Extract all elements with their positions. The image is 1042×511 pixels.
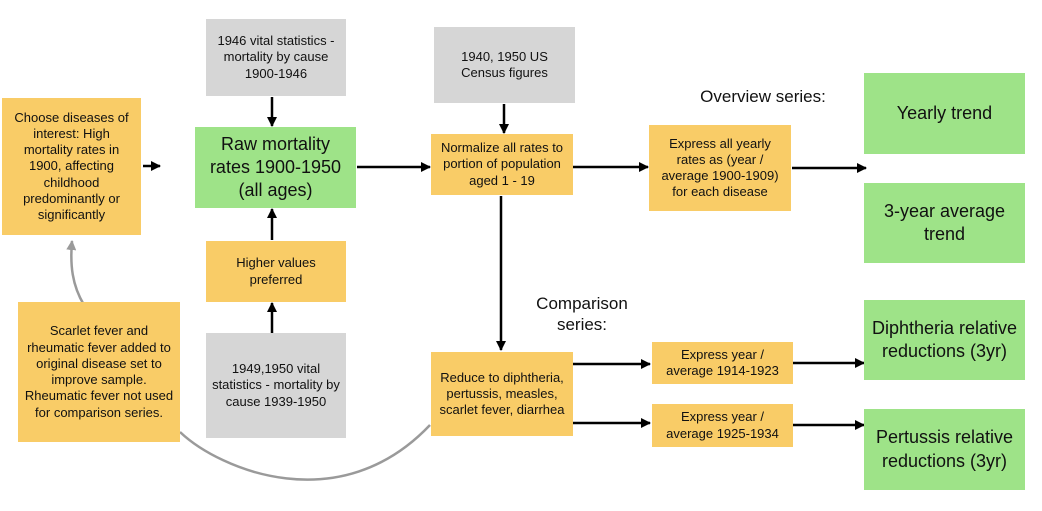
express-1914-1923-box: Express year / average 1914-1923 [652, 342, 793, 384]
pertussis-reductions-box: Pertussis relative reductions (3yr) [864, 409, 1025, 490]
higher-values-box: Higher values preferred [206, 241, 346, 302]
yearly-trend-box: Yearly trend [864, 73, 1025, 154]
three-year-average-trend-box: 3-year average trend [864, 183, 1025, 263]
census-figures-box: 1940, 1950 US Census figures [434, 27, 575, 103]
vital-stats-1946-box: 1946 vital statistics - mortality by cau… [206, 19, 346, 96]
normalize-box: Normalize all rates to portion of popula… [431, 134, 573, 195]
feedback-up-arrow [66, 240, 86, 306]
reduce-diseases-box: Reduce to diphtheria, pertussis, measles… [431, 352, 573, 436]
express-yearly-box: Express all yearly rates as (year / aver… [649, 125, 791, 211]
scarlet-fever-note-box: Scarlet fever and rheumatic fever added … [18, 302, 180, 442]
overview-series-label: Overview series: [700, 87, 826, 106]
express-1925-1934-box: Express year / average 1925-1934 [652, 404, 793, 447]
raw-mortality-box: Raw mortality rates 1900-1950 (all ages) [195, 127, 356, 208]
feedback-curve-arrow [179, 424, 431, 481]
vital-stats-1949-box: 1949,1950 vital statistics - mortality b… [206, 333, 346, 438]
choose-diseases-box: Choose diseases of interest: High mortal… [2, 98, 141, 235]
diphtheria-reductions-box: Diphtheria relative reductions (3yr) [864, 300, 1025, 380]
comparison-series-label: Comparison series: [536, 294, 628, 335]
